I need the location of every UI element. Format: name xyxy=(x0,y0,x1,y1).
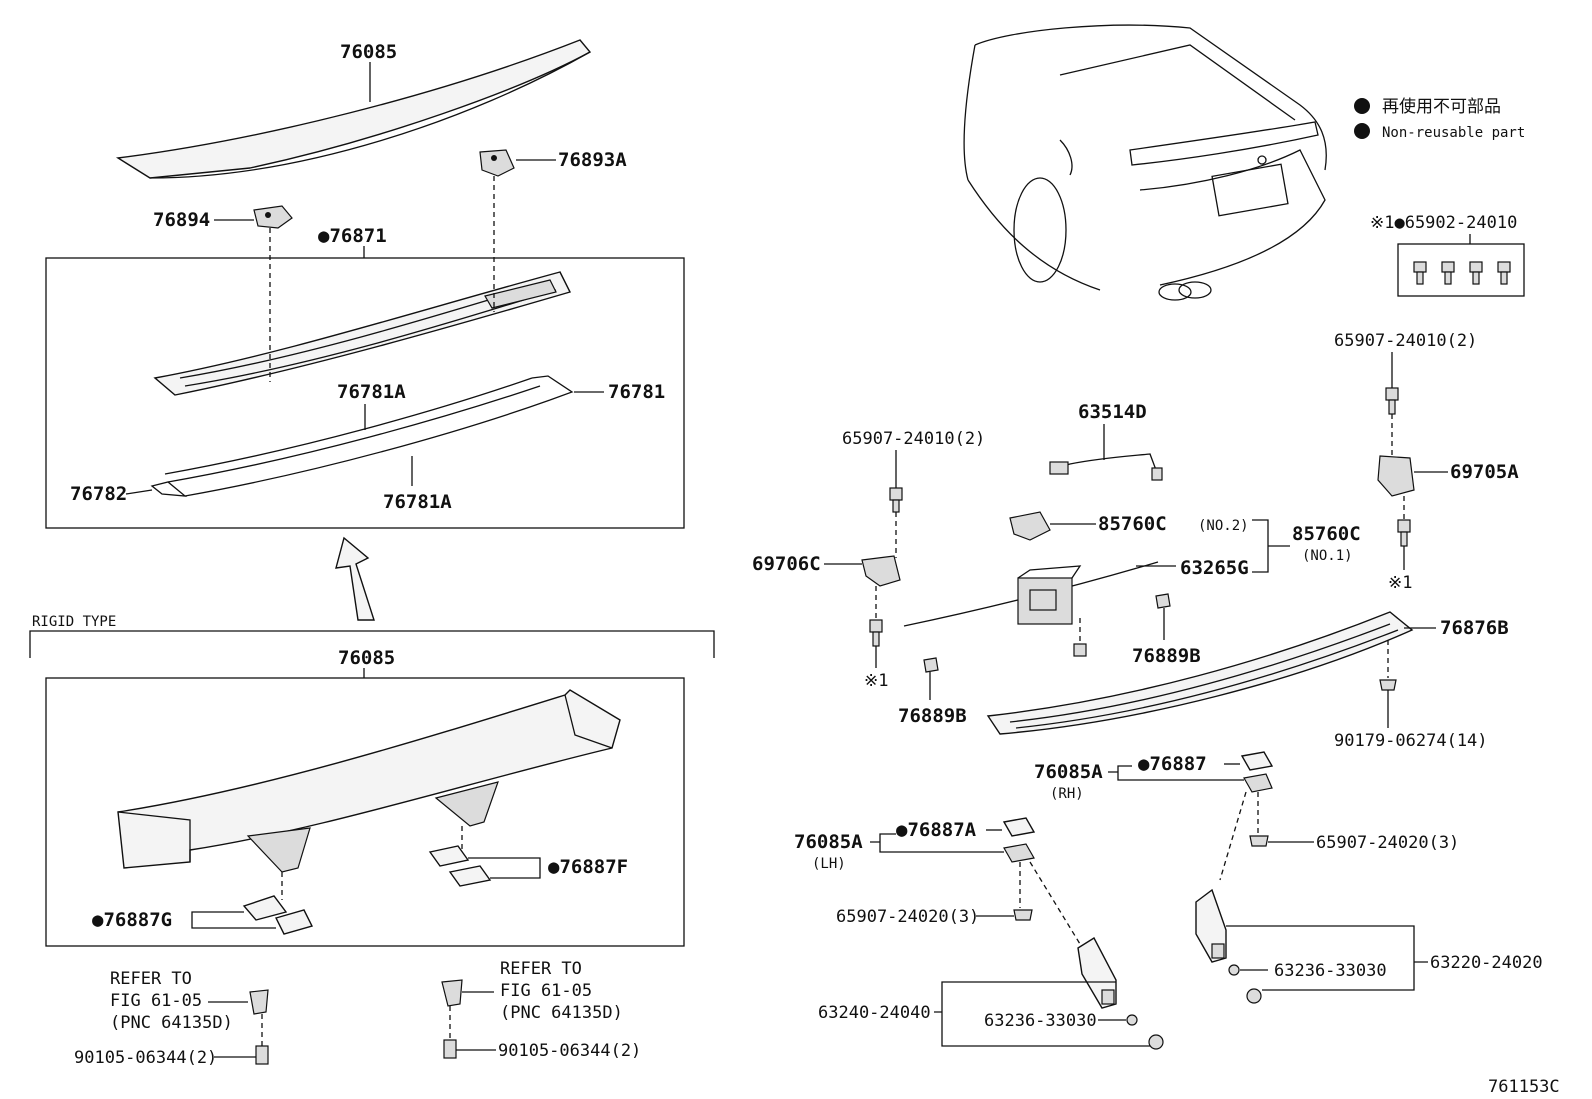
svg-text:REFER TO: REFER TO xyxy=(110,969,192,989)
part-label-85760C-no1[interactable]: 85760C xyxy=(1292,523,1361,545)
clip-76893A-illustration xyxy=(479,149,515,177)
part-label-76781A-lower[interactable]: 76781A xyxy=(383,491,452,513)
clamp-right-illustration xyxy=(441,979,463,1007)
star1-label-right[interactable]: ※1 xyxy=(1388,573,1412,593)
part-label-76782[interactable]: 76782 xyxy=(70,483,127,505)
diagram-id: 761153C xyxy=(1488,1077,1560,1097)
svg-text:FIG 61-05: FIG 61-05 xyxy=(110,991,202,1011)
spoiler-base-76871-illustration xyxy=(153,271,572,396)
rigid-wing-illustration xyxy=(117,689,621,873)
part-label-76887F[interactable]: ●76887F xyxy=(548,856,628,878)
part-label-76781[interactable]: 76781 xyxy=(608,381,665,403)
part-label-76894[interactable]: 76894 xyxy=(153,209,210,231)
part-label-76781A-upper[interactable]: 76781A xyxy=(337,381,406,403)
gasket-76887A-icon xyxy=(1002,817,1036,863)
up-arrow-icon xyxy=(335,536,375,621)
screw-right-icon xyxy=(443,1039,457,1059)
clip-76894-illustration xyxy=(253,205,293,229)
refer-note-left: REFER TO FIG 61-05 (PNC 64135D) xyxy=(110,969,233,1033)
part-label-65907-left-top[interactable]: 65907-24010(2) xyxy=(842,429,985,449)
part-label-90105-right[interactable]: 90105-06344(2) xyxy=(498,1041,641,1061)
part-label-65907-right-top[interactable]: 65907-24010(2) xyxy=(1334,331,1477,351)
clip-76889B-left-icon xyxy=(923,657,939,673)
part-label-76889B-left[interactable]: 76889B xyxy=(898,705,967,727)
bolt-lock-icon xyxy=(1073,643,1087,657)
part-label-85760C-no2-suffix: (NO.2) xyxy=(1198,518,1249,534)
part-label-63265G[interactable]: 63265G xyxy=(1180,557,1249,579)
screw-left-icon xyxy=(255,1045,269,1065)
part-label-69706C[interactable]: 69706C xyxy=(752,553,821,575)
part-label-76876B[interactable]: 76876B xyxy=(1440,617,1509,639)
part-label-90105-left[interactable]: 90105-06344(2) xyxy=(74,1048,217,1068)
vehicle-rear-view-illustration xyxy=(963,24,1327,301)
bolt-set-icons xyxy=(1413,261,1511,285)
bolt-set-box xyxy=(1397,243,1525,297)
clamp-left-illustration xyxy=(249,989,269,1015)
section-label-rigid-type: RIGID TYPE xyxy=(32,614,116,630)
spoiler-76085-top-illustration xyxy=(115,39,592,179)
part-label-63514D[interactable]: 63514D xyxy=(1078,401,1147,423)
lamp-63220-illustration xyxy=(1195,888,1227,963)
bolt-star1-right-icon xyxy=(1397,519,1411,547)
star1-label-left[interactable]: ※1 xyxy=(864,671,888,691)
clip-76889B-right-icon xyxy=(1155,593,1171,609)
nut-65907-lh-icon xyxy=(1013,909,1033,921)
part-label-65907-20-lh[interactable]: 65907-24020(3) xyxy=(836,907,979,927)
gasket-76887-icon xyxy=(1240,751,1274,793)
bullet-icon xyxy=(1354,98,1370,114)
legend: 再使用不可部品 Non-reusable part xyxy=(1354,96,1525,141)
part-label-rh-suffix: (RH) xyxy=(1050,786,1084,802)
bullet-icon xyxy=(1354,123,1370,139)
part-label-lh-suffix: (LH) xyxy=(812,856,846,872)
bolt-65907-right-icon xyxy=(1385,387,1399,415)
part-label-76085-top[interactable]: 76085 xyxy=(340,41,397,63)
part-label-76085-rigid[interactable]: 76085 xyxy=(338,647,395,669)
part-label-76887A[interactable]: ●76887A xyxy=(896,819,977,841)
bolt-star1-left-icon xyxy=(869,619,883,647)
part-label-76085A-rh[interactable]: 76085A xyxy=(1034,761,1103,783)
part-label-65902[interactable]: ※1●65902-24010 xyxy=(1370,213,1517,233)
svg-text:(PNC 64135D): (PNC 64135D) xyxy=(110,1013,233,1033)
part-label-69705A[interactable]: 69705A xyxy=(1450,461,1519,483)
bolt-65907-left-icon xyxy=(889,487,903,513)
svg-text:REFER TO: REFER TO xyxy=(500,959,582,979)
part-label-65907-20-rh[interactable]: 65907-24020(3) xyxy=(1316,833,1459,853)
svg-text:Non-reusable part: Non-reusable part xyxy=(1382,125,1525,141)
part-label-85760C-no1-suffix: (NO.1) xyxy=(1302,548,1353,564)
hinge-69706C-illustration xyxy=(861,555,901,587)
wire-63514D-illustration xyxy=(1049,453,1163,481)
nut-90179-icon xyxy=(1379,679,1397,691)
refer-note-right: REFER TO FIG 61-05 (PNC 64135D) xyxy=(500,959,623,1023)
seal-76781-illustration xyxy=(150,375,574,497)
part-label-90179[interactable]: 90179-06274(14) xyxy=(1334,731,1488,751)
part-label-63236-rh[interactable]: 63236-33030 xyxy=(1274,961,1387,981)
assembly-box-76871 xyxy=(45,257,685,529)
svg-text:(PNC 64135D): (PNC 64135D) xyxy=(500,1003,623,1023)
part-label-76893A[interactable]: 76893A xyxy=(558,149,627,171)
svg-text:再使用不可部品: 再使用不可部品 xyxy=(1382,96,1501,117)
svg-text:FIG 61-05: FIG 61-05 xyxy=(500,981,592,1001)
part-label-76085A-lh[interactable]: 76085A xyxy=(794,831,863,853)
bulb-rh-icon xyxy=(1228,964,1262,1004)
hinge-69705A-illustration xyxy=(1377,455,1415,497)
part-label-63236-lh[interactable]: 63236-33030 xyxy=(984,1011,1097,1031)
part-label-76887G[interactable]: ●76887G xyxy=(92,909,172,931)
part-label-76889B-right[interactable]: 76889B xyxy=(1132,645,1201,667)
assembly-box-rigid xyxy=(45,677,685,947)
part-label-76887[interactable]: ●76887 xyxy=(1138,753,1207,775)
gasket-76887F-illustration xyxy=(428,845,492,887)
bulb-lh-icon xyxy=(1126,1014,1164,1050)
part-label-63240[interactable]: 63240-24040 xyxy=(818,1003,931,1023)
actuator-85760C-no2-illustration xyxy=(1009,511,1051,541)
lock-assembly-illustration xyxy=(903,561,1159,627)
part-label-63220[interactable]: 63220-24020 xyxy=(1430,953,1543,973)
nut-65907-rh-icon xyxy=(1249,835,1269,847)
lamp-63240-illustration xyxy=(1077,937,1117,1009)
garnish-76876B-illustration xyxy=(986,611,1414,735)
part-label-76871[interactable]: ●76871 xyxy=(318,225,387,247)
gasket-76887G-illustration xyxy=(242,895,314,935)
part-label-85760C-no2[interactable]: 85760C xyxy=(1098,513,1167,535)
